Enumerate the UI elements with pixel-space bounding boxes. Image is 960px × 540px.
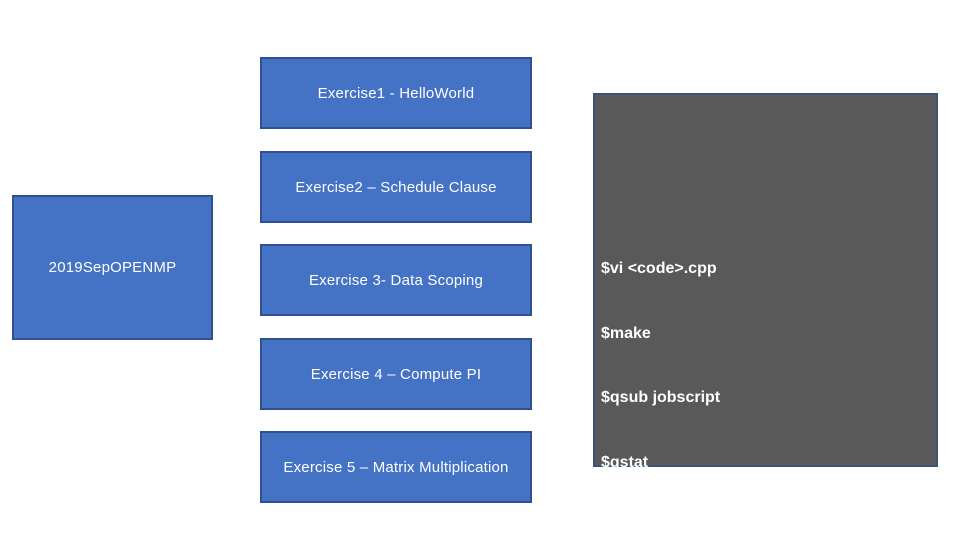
exercise-4-label: Exercise 4 – Compute PI bbox=[310, 365, 482, 383]
shape-exercise-2: Exercise2 – Schedule Clause bbox=[260, 151, 532, 223]
exercise-3-label: Exercise 3- Data Scoping bbox=[308, 271, 484, 289]
shape-exercise-5: Exercise 5 – Matrix Multiplication bbox=[260, 431, 532, 503]
course-title-label: 2019SepOPENMP bbox=[48, 259, 177, 276]
shape-exercise-3: Exercise 3- Data Scoping bbox=[260, 244, 532, 316]
terminal-line-4: $qstat bbox=[601, 453, 649, 471]
terminal-line-1: $vi <code>.cpp bbox=[601, 260, 717, 277]
terminal-line-2: $make bbox=[601, 324, 651, 342]
shape-exercise-1: Exercise1 - HelloWorld bbox=[260, 57, 532, 129]
terminal-panel bbox=[593, 93, 938, 467]
exercise-5-label: Exercise 5 – Matrix Multiplication bbox=[283, 458, 509, 476]
exercise-1-label: Exercise1 - HelloWorld bbox=[317, 84, 475, 102]
terminal-line-3: $qsub jobscript bbox=[601, 389, 721, 406]
terminal-commands: $vi <code>.cpp $make $qsub jobscript $qs… bbox=[601, 215, 720, 540]
exercise-2-label: Exercise2 – Schedule Clause bbox=[295, 178, 497, 196]
terminal-line-5: $vi jobscript bbox=[601, 518, 696, 535]
shape-course-title: 2019SepOPENMP bbox=[12, 195, 213, 340]
shape-exercise-4: Exercise 4 – Compute PI bbox=[260, 338, 532, 410]
